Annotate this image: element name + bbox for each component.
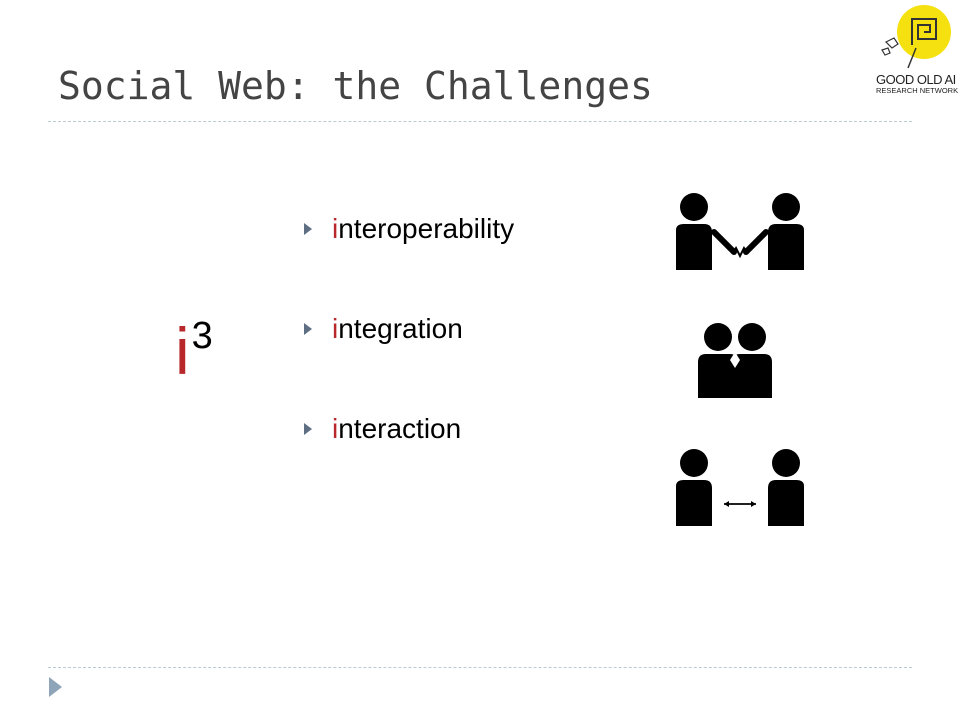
- logo-text-main: GOOD OLD AI: [876, 72, 956, 87]
- bullet-rest: nteraction: [338, 413, 462, 444]
- bullet-first-letter: i: [332, 313, 339, 344]
- people-shaking-hands-icon: [676, 193, 804, 270]
- bullet-rest: ntegration: [338, 313, 463, 344]
- i-cubed-symbol: i3: [175, 315, 213, 384]
- bullet-text: interoperability: [332, 210, 514, 248]
- bullet-first-letter: i: [332, 213, 339, 244]
- people-double-arrow-icon: [676, 449, 804, 526]
- next-slide-arrow-icon[interactable]: [49, 677, 62, 697]
- people-overlapping-icon: [698, 323, 772, 398]
- logo-text-sub: RESEARCH NETWORK: [876, 86, 959, 95]
- bullet-text: integration: [332, 310, 463, 348]
- bullet-arrow-icon: [304, 323, 312, 335]
- bullet-first-letter: i: [332, 413, 339, 444]
- title-divider: [48, 121, 912, 122]
- bullet-text: interaction: [332, 410, 461, 448]
- i-cubed-exponent: 3: [191, 315, 213, 357]
- footer-divider: [48, 667, 912, 668]
- bullet-rest: nteroperability: [338, 213, 515, 244]
- good-old-ai-logo: [881, 5, 951, 69]
- i-cubed-base: i: [175, 314, 190, 388]
- slide-title: Social Web: the Challenges: [58, 64, 653, 108]
- bullet-arrow-icon: [304, 423, 312, 435]
- bullet-arrow-icon: [304, 223, 312, 235]
